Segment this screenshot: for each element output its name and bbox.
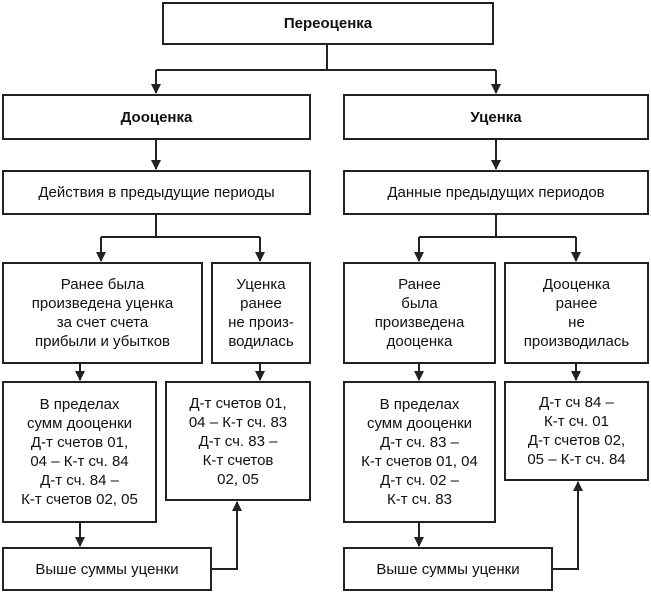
markup-earlier-box: Ранее была произведена уценка за счет сч… <box>2 262 203 364</box>
markup-above-box: Выше суммы уценки <box>2 547 212 591</box>
markdown-earlier-label: Ранее была произведена дооценка <box>374 276 465 350</box>
markup-within-box: В пределах сумм дооценки Д-т счетов 01, … <box>2 381 157 523</box>
prev-data-box: Данные предыдущих периодов <box>343 170 649 215</box>
markdown-above-label: Выше суммы уценки <box>376 560 520 578</box>
root-label: Переоценка <box>283 15 373 32</box>
markdown-box: Уценка <box>343 94 649 140</box>
connector-right-split <box>419 215 576 238</box>
prev-actions-box: Действия в предыдущие периоды <box>2 170 311 215</box>
root-box: Переоценка <box>162 2 494 45</box>
markup-entries-box: Д-т счетов 01, 04 – К-т сч. 83 Д-т сч. 8… <box>165 381 311 501</box>
markup-within-label: В пределах сумм дооценки Д-т счетов 01, … <box>21 396 138 508</box>
arrow-right-above-to-entries <box>553 481 583 570</box>
markdown-no-markup-box: Дооценка ранее не производилась <box>504 262 649 364</box>
markup-no-markdown-box: Уценка ранее не произ- водилась <box>211 262 311 364</box>
markup-box: Дооценка <box>2 94 311 140</box>
markdown-earlier-box: Ранее была произведена дооценка <box>343 262 496 364</box>
arrow-left-above-to-entries <box>212 501 242 570</box>
markup-title: Дооценка <box>120 108 193 126</box>
connector-left-split <box>101 215 260 238</box>
markup-entries-label: Д-т счетов 01, 04 – К-т сч. 83 Д-т сч. 8… <box>188 394 288 488</box>
markup-earlier-label: Ранее была произведена уценка за счет сч… <box>31 276 174 350</box>
markup-above-label: Выше суммы уценки <box>35 560 179 578</box>
prev-data-label: Данные предыдущих периодов <box>387 184 605 201</box>
connector-root-split <box>156 45 496 71</box>
markdown-entries-label: Д-т сч 84 – К-т сч. 01 Д-т счетов 02, 05… <box>527 394 626 468</box>
markdown-title: Уценка <box>470 108 522 126</box>
markdown-within-box: В пределах сумм дооценки Д-т сч. 83 – К-… <box>343 381 496 523</box>
markup-no-markdown-label: Уценка ранее не произ- водилась <box>228 276 294 350</box>
markdown-above-box: Выше суммы уценки <box>343 547 553 591</box>
markdown-no-markup-label: Дооценка ранее не производилась <box>523 276 630 350</box>
prev-actions-label: Действия в предыдущие периоды <box>38 184 275 201</box>
markdown-within-label: В пределах сумм дооценки Д-т сч. 83 – К-… <box>361 396 478 508</box>
markdown-entries-box: Д-т сч 84 – К-т сч. 01 Д-т счетов 02, 05… <box>504 381 649 481</box>
